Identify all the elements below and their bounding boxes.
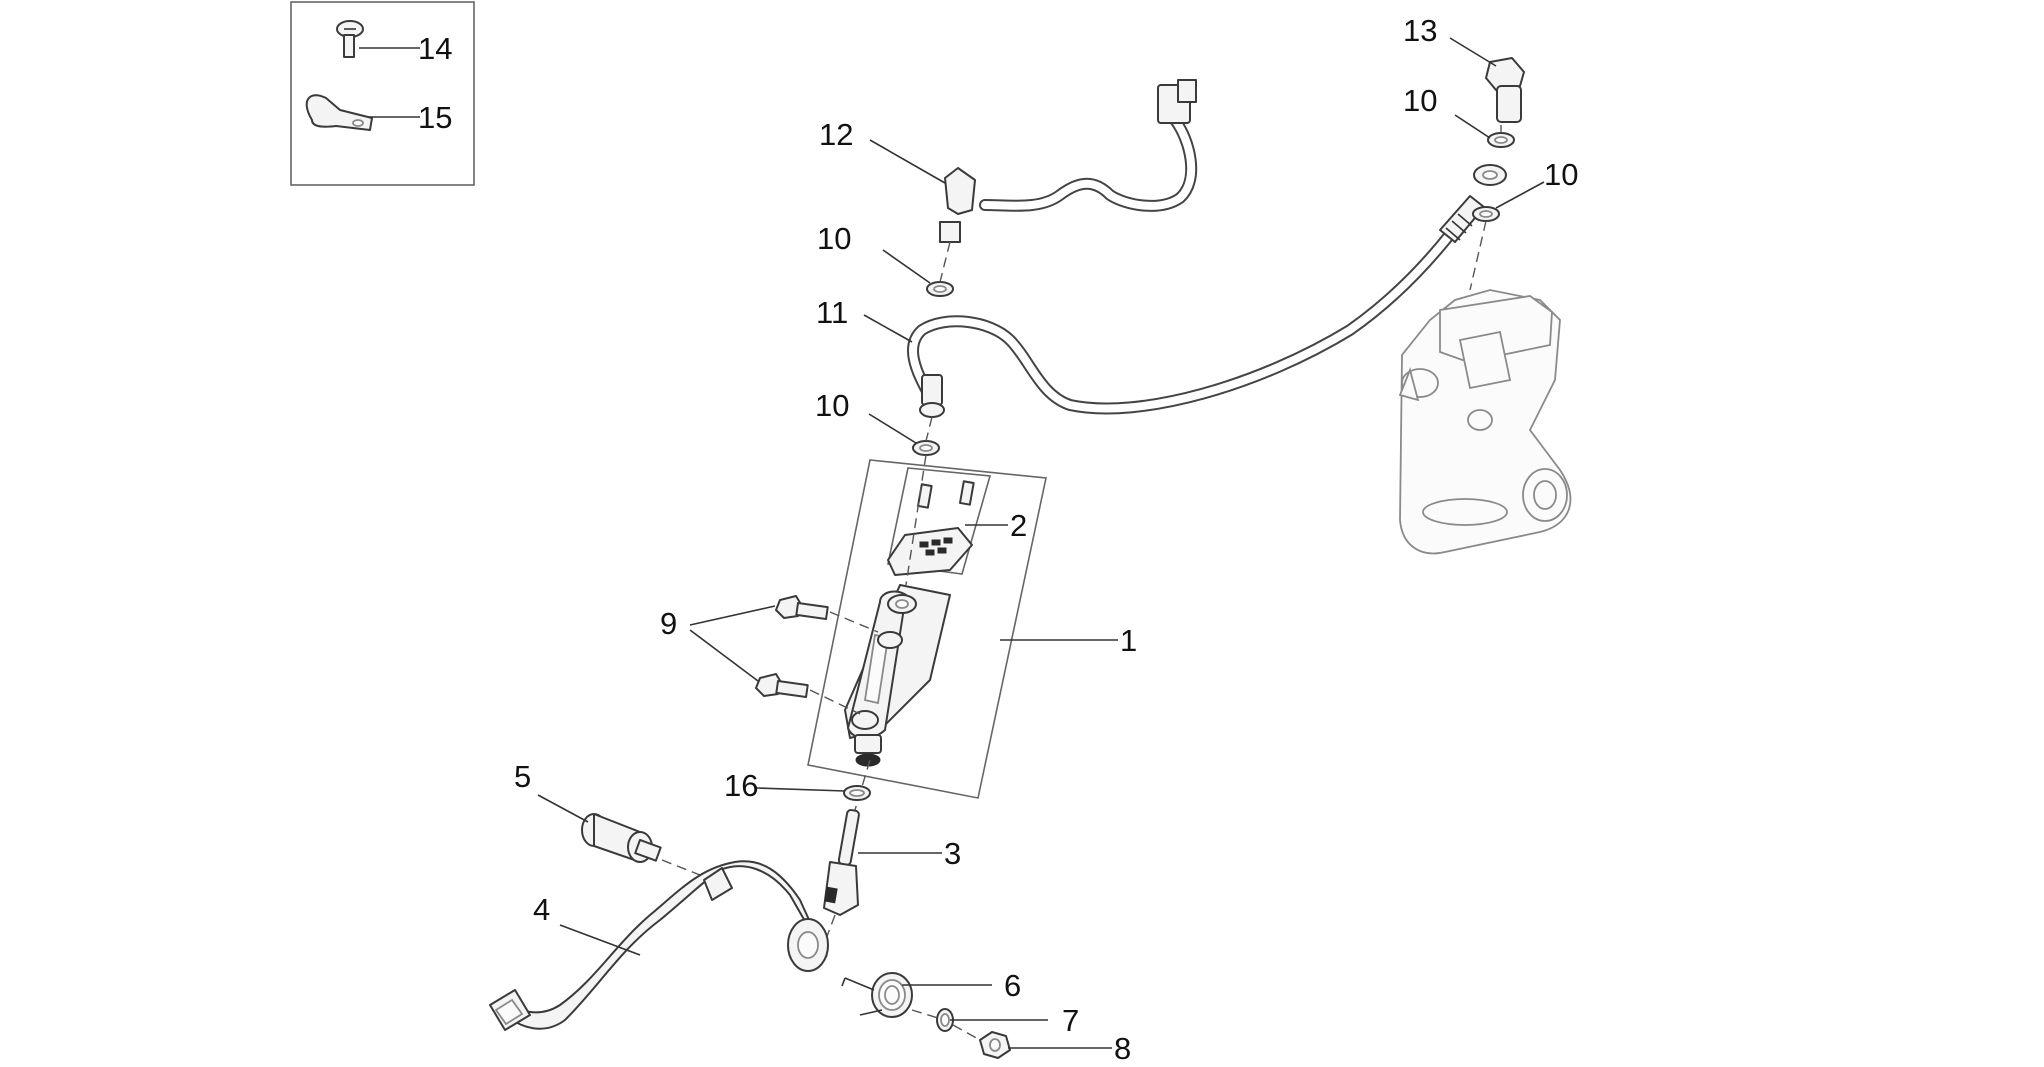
rear-brake-caliper [1398, 289, 1572, 555]
callout-16: 16 [724, 768, 758, 803]
callout-4: 4 [533, 892, 550, 927]
part-4-brake-pedal [489, 860, 829, 1031]
callout-10-b: 10 [1403, 83, 1437, 118]
part-14-screw [336, 20, 364, 58]
part-9-mounting-bolts [755, 595, 879, 715]
callout-15: 15 [418, 100, 452, 135]
part-13-bolt [1485, 57, 1525, 123]
alignment-dashes [911, 125, 1502, 1041]
part-3-push-rod [819, 809, 860, 956]
part-16-o-ring [843, 785, 871, 801]
callout-3: 3 [944, 836, 961, 871]
leader-lines [359, 37, 1545, 1049]
callout-14: 14 [418, 31, 452, 66]
callout-1: 1 [1120, 623, 1137, 658]
callout-10-d: 10 [815, 388, 849, 423]
inset-box-small-parts [290, 1, 475, 186]
callout-labels: 1 2 3 4 5 6 7 8 9 10 10 10 10 11 12 13 1… [418, 13, 1578, 1066]
callout-10-c: 10 [1544, 157, 1578, 192]
callout-6: 6 [1004, 968, 1021, 1003]
callout-7: 7 [1062, 1003, 1079, 1038]
part-6-return-spring [841, 972, 913, 1018]
callout-11: 11 [816, 295, 848, 330]
part-1-master-cylinder-assembly [807, 454, 1047, 821]
part-12-brake-light-switch [939, 79, 1198, 243]
callout-8: 8 [1114, 1031, 1131, 1066]
part-8-nut [979, 1031, 1011, 1059]
part-5-pivot-bushing [581, 813, 701, 876]
callout-9: 9 [660, 606, 677, 641]
callout-10-a: 10 [817, 221, 851, 256]
callout-12: 12 [819, 117, 853, 152]
part-7-washer [936, 1008, 954, 1032]
callout-13: 13 [1403, 13, 1437, 48]
callout-5: 5 [514, 759, 531, 794]
part-15-clamp [305, 94, 373, 131]
callout-2: 2 [1010, 508, 1027, 543]
part-11-brake-hose [907, 164, 1507, 418]
